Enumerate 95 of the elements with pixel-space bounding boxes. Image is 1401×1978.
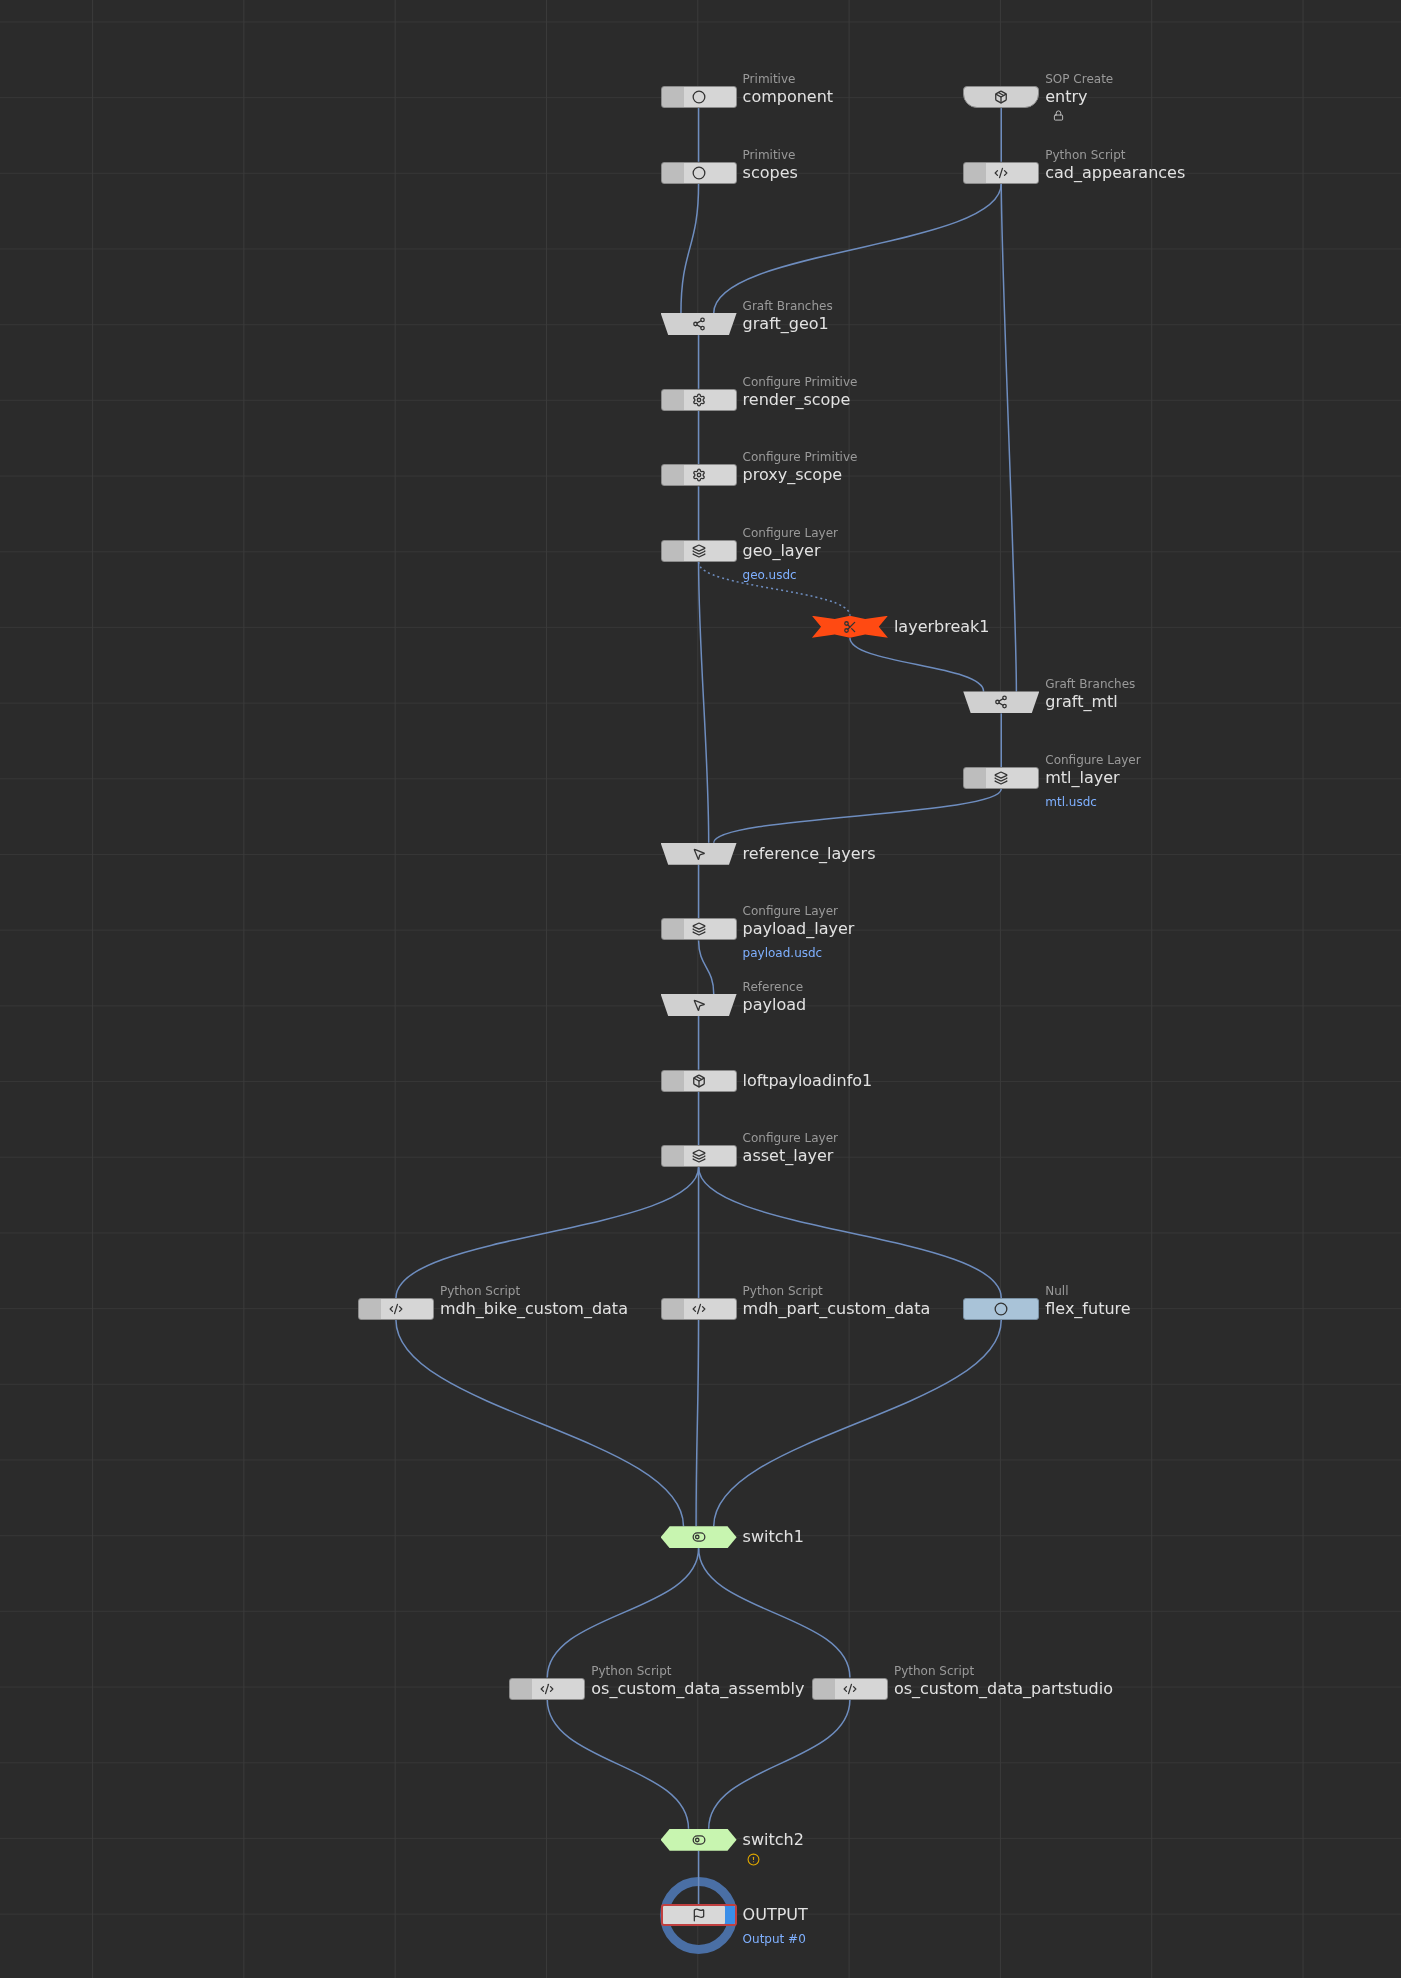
file-path-label: geo.usdc [742, 568, 797, 583]
node-name: mdh_part_custom_data [742, 1298, 931, 1320]
node-tile [811, 615, 990, 638]
node-type-label: Reference [742, 980, 804, 995]
node-type-label: Configure Layer [742, 526, 839, 541]
node-type-label: Configure Primitive [742, 374, 858, 389]
node-name: graft_geo1 [742, 313, 829, 336]
node-name: component [742, 86, 834, 109]
connector [546, 1698, 690, 1830]
connector [695, 1319, 700, 1527]
connector [697, 485, 700, 541]
node-type-label: Graft Branches [742, 299, 833, 314]
node-tile [963, 1283, 1131, 1320]
node-tile [660, 1904, 808, 1927]
node-tile [660, 1131, 839, 1168]
node-name: flex_future [1045, 1297, 1131, 1320]
node-tile [357, 1283, 628, 1320]
node-name: cad_appearances [1045, 162, 1186, 184]
node-name: OUTPUT [742, 1904, 808, 1927]
connector [395, 1319, 685, 1527]
node-tile [660, 1069, 873, 1092]
node-name: mtl_layer [1045, 767, 1120, 790]
connector [697, 1850, 700, 1906]
node-tile [963, 147, 1186, 184]
connector [697, 939, 715, 995]
node-tile [963, 72, 1114, 109]
node-tile [660, 842, 876, 865]
node-type-label: Configure Layer [1045, 753, 1141, 768]
node-type-label: Python Script [742, 1283, 823, 1298]
node-name: mdh_bike_custom_data [439, 1298, 628, 1320]
connector [697, 1166, 1002, 1299]
connector [713, 788, 1002, 844]
node-type-label: Python Script [893, 1663, 975, 1678]
node-type-label: Null [1045, 1283, 1069, 1298]
node-tile [660, 450, 858, 487]
node-type-label: Configure Primitive [742, 450, 858, 465]
node-tile [660, 374, 858, 411]
node-name: asset_layer [742, 1145, 834, 1168]
node-tile [660, 980, 807, 1017]
node-tile [660, 299, 833, 336]
connector [697, 1015, 700, 1071]
node-type-label: Configure Layer [742, 1131, 839, 1146]
connector [707, 1698, 851, 1830]
node-name: reference_layers [742, 842, 876, 865]
connector [1000, 183, 1018, 693]
node-tile [963, 753, 1141, 790]
node-name: scopes [742, 161, 798, 184]
node-tile [963, 677, 1136, 714]
node-tile [660, 72, 834, 109]
node-name: switch1 [742, 1526, 804, 1549]
connector [713, 1319, 1002, 1527]
node-tile [660, 1526, 804, 1549]
node-type-label: Primitive [742, 72, 796, 87]
node-name: os_custom_data_assembly [591, 1678, 805, 1700]
node-name: payload_layer [742, 918, 855, 941]
connector [697, 334, 700, 390]
node-name: loftpayloadinfo1 [742, 1069, 873, 1092]
file-path-label: Output #0 [742, 1932, 806, 1947]
file-path-label: mtl.usdc [1045, 795, 1097, 810]
node-type-label: Python Script [591, 1663, 672, 1678]
node-name: graft_mtl [1045, 691, 1118, 714]
node-type-label: Python Script [439, 1283, 521, 1298]
node-name: switch2 [742, 1828, 804, 1851]
node-type-label: Primitive [742, 147, 796, 162]
node-name: payload [742, 994, 807, 1017]
node-name: geo_layer [742, 540, 821, 563]
node-name: render_scope [742, 389, 851, 411]
node-tile [660, 1828, 804, 1851]
connector [1000, 712, 1002, 768]
node-type-label: Graft Branches [1045, 677, 1136, 692]
connector [697, 1090, 700, 1147]
connector [713, 183, 1002, 314]
connector [849, 637, 985, 693]
file-path-label: payload.usdc [742, 946, 823, 961]
connector [697, 561, 710, 844]
node-tile [509, 1663, 805, 1700]
node-tile [660, 904, 855, 941]
node-type-label: SOP Create [1045, 72, 1114, 87]
connector [697, 1547, 851, 1679]
node-name: layerbreak1 [893, 615, 990, 638]
node-name: entry [1045, 86, 1088, 109]
node-name: proxy_scope [742, 464, 843, 487]
node-tile [811, 1663, 1113, 1700]
node-type-label: Configure Layer [742, 904, 839, 919]
node-tile [660, 147, 798, 184]
connector [680, 183, 700, 314]
connector [697, 863, 700, 920]
connector [697, 410, 700, 466]
connector [1000, 107, 1002, 163]
connector [697, 561, 851, 617]
node-type-label: Python Script [1045, 147, 1126, 162]
node-tile [660, 1283, 931, 1320]
node-name: os_custom_data_partstudio [893, 1678, 1113, 1700]
connector [697, 107, 700, 163]
node-tile [660, 526, 839, 563]
